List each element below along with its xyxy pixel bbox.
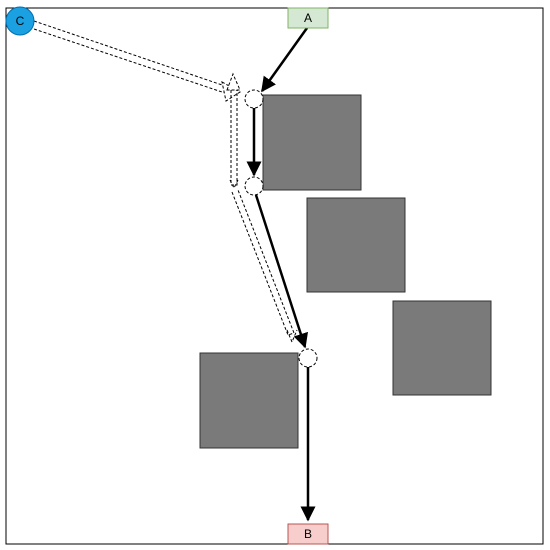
node-c-circle <box>5 6 35 36</box>
dashed-route-arrowhead-3 <box>229 179 239 190</box>
node-c: C <box>5 6 35 36</box>
obstacle-2 <box>306 197 406 293</box>
solid-route-segment-1 <box>260 27 309 93</box>
node-a-label: A <box>304 11 312 25</box>
node-a-box <box>287 7 329 29</box>
obstacle-1 <box>262 94 362 191</box>
dashed-route-segment-2 <box>230 90 238 186</box>
dashed-route-arrowhead-2 <box>226 72 241 91</box>
obstacle-4 <box>199 352 299 449</box>
solid-route-segment-3 <box>254 194 308 349</box>
node-b: B <box>287 523 329 545</box>
dashed-route <box>30 20 298 344</box>
waypoint-3-dashed-circle-icon <box>298 348 318 368</box>
waypoint-2-dashed-circle-icon <box>244 176 264 196</box>
waypoint-1-dashed-circle-icon <box>244 89 264 109</box>
diagram-frame <box>5 7 544 545</box>
node-b-label: B <box>304 527 312 541</box>
obstacle-3 <box>392 300 492 396</box>
node-c-label: C <box>16 14 25 28</box>
node-b-box <box>287 523 329 545</box>
dashed-route-segment-3 <box>231 189 295 336</box>
node-a: A <box>287 7 329 29</box>
solid-route <box>246 27 316 522</box>
